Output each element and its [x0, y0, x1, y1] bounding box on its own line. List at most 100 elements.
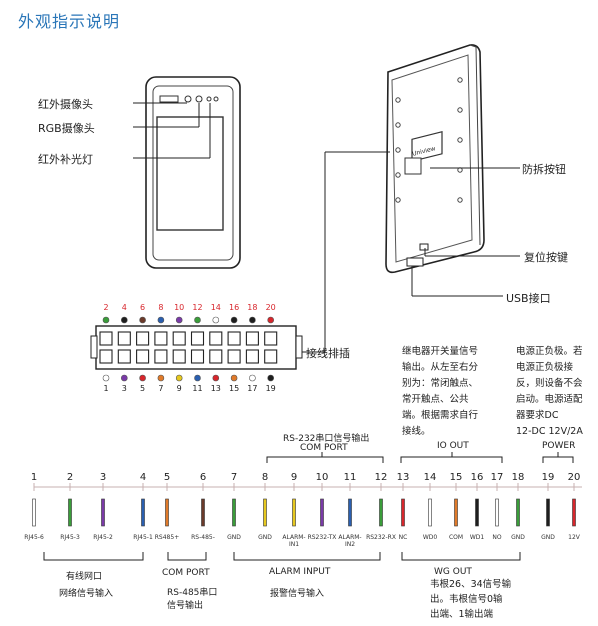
connector-slot-top [264, 331, 278, 346]
connector-slot-top [209, 331, 223, 346]
connector-slot-bottom [245, 349, 259, 364]
connector-bottom-wire-dot [139, 374, 146, 382]
wiring-connector [90, 316, 303, 382]
pin-label: GND [227, 534, 241, 541]
connector-slot-bottom [117, 349, 131, 364]
connector-slot-bottom [154, 349, 168, 364]
connector-top-number: 8 [158, 303, 164, 312]
connector-bottom-wire-dot [102, 374, 110, 382]
connector-top-number: 4 [121, 303, 127, 312]
rs485-label-2: 信号输出 [167, 601, 204, 611]
pin-label: RS-485- [191, 534, 215, 541]
connector-top-number: 14 [210, 303, 221, 312]
pin-label: RJ45-2 [93, 534, 113, 541]
pin-label: 12V [568, 534, 580, 541]
alarm-input-cn: 报警信号输入 [270, 589, 325, 599]
tamper-label: 防拆按钮 [522, 163, 566, 176]
pin-number: 12 [374, 472, 388, 483]
pin-wire [428, 498, 432, 527]
relay-note: 继电器开关量信号输出。从左至右分别为：常闭触点、 常开触点、公共端。根据需求自行… [402, 346, 479, 437]
connector-slot-bottom [136, 349, 150, 364]
pin-wire [263, 498, 267, 527]
back-device [283, 44, 520, 353]
pin-number: 15 [449, 472, 463, 483]
connector-top-number: 10 [174, 303, 185, 312]
rs485-label-1: RS-485串口 [167, 588, 218, 598]
pin-number: 19 [541, 472, 555, 483]
connector-bottom-wire-dot [249, 374, 256, 382]
pin-number: 11 [343, 472, 357, 483]
connector-top-number: 2 [103, 303, 109, 312]
pin-label: NO [492, 534, 502, 541]
pin-wire [32, 498, 36, 527]
pin-wire [401, 498, 405, 527]
ir-camera-label: 红外摄像头 [38, 98, 93, 111]
connector-slot-top [227, 331, 241, 346]
pin-number: 9 [290, 472, 298, 483]
connector-slot-top [172, 331, 186, 346]
connector-top-wire-dot [175, 316, 183, 324]
pin-number: 17 [490, 472, 504, 483]
pin-number: 5 [163, 472, 171, 483]
connector-bottom-number: 9 [176, 384, 182, 393]
network-label-2: 网络信号输入 [59, 589, 114, 599]
connector-bottom-number: 5 [140, 384, 146, 393]
pin-label: GND [511, 534, 525, 541]
group-brackets [43, 452, 574, 561]
rs232-header-en: COM PORT [300, 443, 348, 453]
pin-wire [495, 498, 499, 527]
connector-slot-bottom [209, 349, 223, 364]
pin-label: RS232-RX [366, 534, 396, 541]
connector-bottom-number: 3 [121, 384, 127, 393]
pin-label: NC [398, 534, 408, 541]
connector-slot-top [154, 331, 168, 346]
connector-top-number: 18 [247, 303, 258, 312]
pin-number: 13 [396, 472, 410, 483]
pin-wire [101, 498, 105, 527]
connector-bottom-number: 15 [229, 384, 240, 393]
connector-bottom-number: 13 [210, 384, 221, 393]
network-label-1: 有线网口 [66, 572, 103, 582]
page-title: 外观指示说明 [18, 12, 121, 31]
pin-label: COM [448, 534, 464, 541]
pin-number: 6 [199, 472, 207, 483]
ir-light-label: 红外补光灯 [38, 153, 93, 166]
alarm-input-label: ALARM INPUT [269, 567, 331, 577]
rs232-header-cn: RS-232串口信号输出 [283, 434, 370, 444]
pin-wire [201, 498, 205, 527]
connector-slot-bottom [190, 349, 205, 364]
connector-top-number: 6 [140, 303, 146, 312]
connector-top-wire-dot [194, 316, 201, 324]
pin-label: RS485+ [154, 534, 180, 541]
pin-label: RJ45-3 [60, 534, 80, 541]
connector-bottom-number: 19 [265, 384, 276, 393]
wg-out-label: WG OUT [434, 567, 472, 577]
pin-wire [232, 498, 236, 527]
pin-wire [165, 498, 169, 527]
pin-number: 7 [230, 472, 238, 483]
pin-number: 20 [567, 472, 581, 483]
pin-number: 2 [66, 472, 74, 483]
connector-bottom-wire-dot [267, 374, 275, 382]
pin-label: RS232-TX [307, 534, 337, 541]
pin-label: WD1 [469, 534, 485, 541]
pin-number: 3 [99, 472, 107, 483]
connector-slot-bottom [172, 349, 186, 364]
pin-wire [546, 498, 550, 527]
connector-top-wire-dot [230, 316, 238, 324]
pin-wire [68, 498, 72, 527]
pin-wire [454, 498, 458, 527]
connector-slot-bottom [227, 349, 241, 364]
pin-label: GND [258, 534, 272, 541]
connector-bottom-number: 7 [158, 384, 164, 393]
connector-slot-top [190, 331, 205, 346]
pin-label: ALARM-IN2 [338, 534, 362, 548]
usb-label: USB接口 [506, 292, 551, 305]
pin-number: 1 [30, 472, 38, 483]
connector-slot-top [245, 331, 259, 346]
pin-number: 14 [423, 472, 437, 483]
connector-slot-bottom [264, 349, 278, 364]
reset-label: 复位按键 [524, 251, 568, 264]
front-device [133, 76, 241, 269]
